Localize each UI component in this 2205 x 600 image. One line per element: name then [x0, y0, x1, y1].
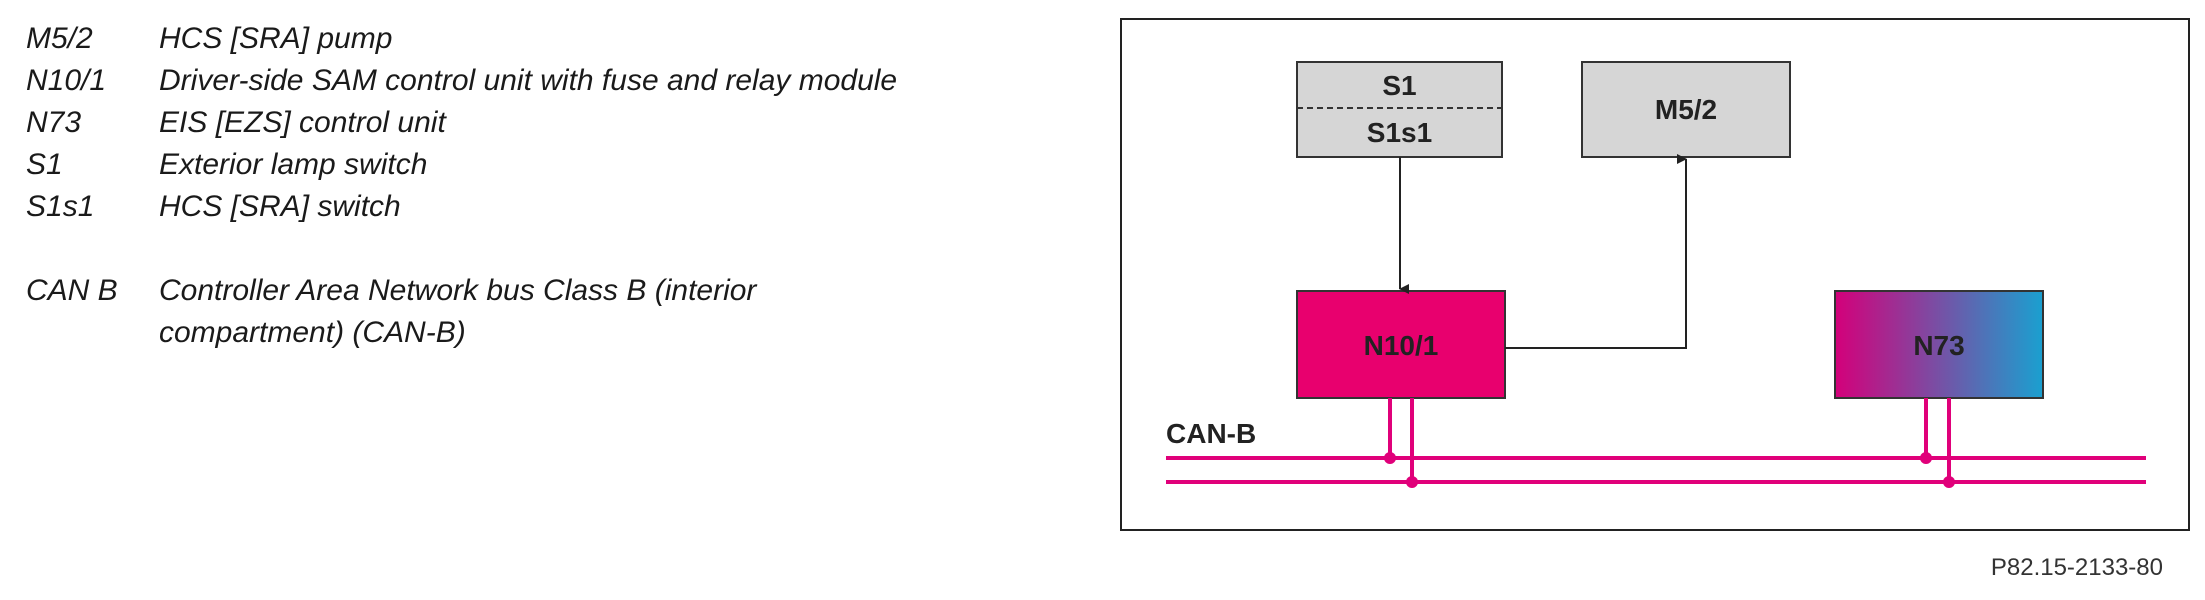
legend-description: compartment) (CAN-B) [159, 316, 466, 349]
n73-box [1834, 290, 2044, 399]
n101-label: N10/1 [1364, 330, 1439, 361]
n73-label: N73 [1913, 330, 1964, 361]
s1s1-label: S1s1 [1367, 117, 1432, 148]
n73-eis-block: N73 [1834, 290, 2044, 399]
legend-item: N10/1 Driver-side SAM control unit with … [26, 60, 1086, 102]
legend-item: M5/2 HCS [SRA] pump [26, 18, 1086, 60]
m52-pump-block: M5/2 [1581, 61, 1791, 158]
legend-item: S1s1 HCS [SRA] switch [26, 186, 1086, 228]
n101-bus-junction-high [1384, 452, 1396, 464]
legend-code: N73 [26, 106, 82, 139]
s1-label: S1 [1382, 70, 1416, 101]
legend-code: S1s1 [26, 190, 95, 223]
legend-item: N73 EIS [EZS] control unit [26, 102, 1086, 144]
legend-code: N10/1 [26, 64, 107, 97]
legend-description: Exterior lamp switch [159, 148, 428, 181]
legend-item: S1 Exterior lamp switch [26, 144, 1086, 186]
legend-item-bus-continued: compartment) (CAN-B) [26, 312, 1086, 354]
legend-description: HCS [SRA] pump [159, 22, 393, 55]
n101-box [1296, 290, 1506, 399]
n73-bus-junction-high [1920, 452, 1932, 464]
legend-code: M5/2 [26, 22, 93, 55]
bus-legend: CAN B Controller Area Network bus Class … [26, 270, 1086, 354]
n101-bus-junction-low [1406, 476, 1418, 488]
s1-box [1296, 61, 1503, 158]
n101-to-m52-arrow [1505, 154, 1687, 349]
legend-description: EIS [EZS] control unit [159, 106, 446, 139]
legend-description: Controller Area Network bus Class B (int… [159, 274, 757, 307]
legend-item-bus: CAN B Controller Area Network bus Class … [26, 270, 1086, 312]
s1-switch-block: S1 S1s1 [1296, 61, 1503, 158]
can-b-label: CAN-B [1166, 418, 1256, 449]
n101-sam-block: N10/1 [1296, 290, 1506, 399]
part-number: P82.15-2133-80 [1990, 554, 2163, 581]
legend: M5/2 HCS [SRA] pump N10/1 Driver-side SA… [26, 18, 1086, 228]
n73-bus-junction-low [1943, 476, 1955, 488]
m52-label: M5/2 [1655, 94, 1717, 125]
legend-description: Driver-side SAM control unit with fuse a… [159, 64, 898, 97]
legend-code: S1 [26, 148, 63, 181]
legend-description: HCS [SRA] switch [159, 190, 401, 223]
block-diagram: S1 S1s1 M5/2 N10/1 N73 CAN-B [1120, 18, 2190, 531]
legend-code: CAN B [26, 274, 118, 307]
